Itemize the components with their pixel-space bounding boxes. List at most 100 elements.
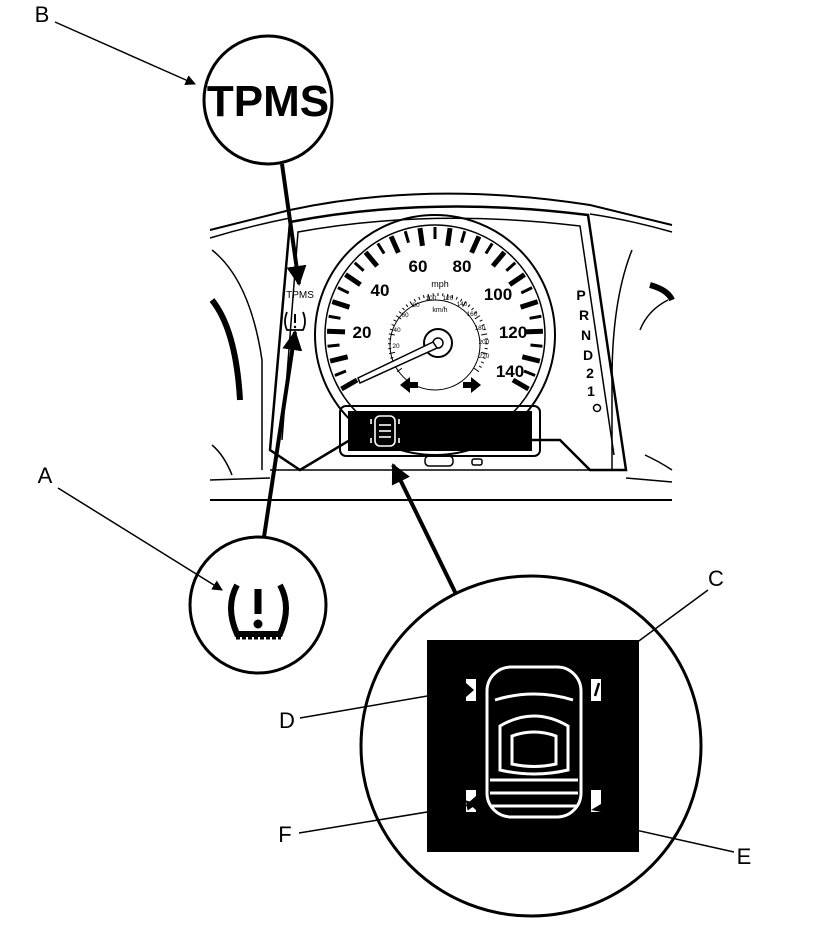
kmh-tick <box>478 365 482 368</box>
kmh-tick <box>479 319 483 322</box>
kmh-tick <box>471 307 474 311</box>
callout-e: E <box>737 844 752 869</box>
turn-signal-left-icon <box>400 377 418 393</box>
kmh-tick <box>473 367 480 373</box>
callout-a: A <box>38 463 53 488</box>
tpms-icon-pointer-arrow <box>262 330 303 538</box>
mph-tick <box>521 354 541 364</box>
kmh-label-180: 180 <box>475 325 486 332</box>
kmh-tick <box>451 295 454 299</box>
tire-marker-front-right <box>591 679 601 701</box>
mph-tick <box>530 343 543 348</box>
kmh-label-120: 120 <box>443 295 454 302</box>
kmh-tick <box>395 315 402 320</box>
mph-tick <box>490 250 507 268</box>
callout-e-leader <box>599 821 735 853</box>
gear-1: 1 <box>587 383 595 399</box>
kmh-tick <box>462 301 467 307</box>
mph-tick <box>445 227 453 247</box>
mph-tick <box>469 235 482 254</box>
kmh-tick <box>459 298 463 302</box>
kmh-label-220: 220 <box>479 353 490 360</box>
kmh-label-80: 80 <box>412 302 420 309</box>
kmh-label-40: 40 <box>393 327 401 334</box>
gear-2: 2 <box>586 365 594 381</box>
kmh-tick <box>405 304 409 308</box>
mph-tick <box>511 377 530 392</box>
mph-tick <box>376 242 386 255</box>
mph-tick <box>519 299 539 310</box>
callout-a-leader <box>57 487 223 591</box>
cluster-tpms-warning-icon <box>284 311 306 331</box>
kmh-label-200: 200 <box>479 339 490 346</box>
mph-tick <box>327 343 340 348</box>
mph-label-100: 100 <box>484 285 512 304</box>
gear-r: R <box>579 307 589 323</box>
kmh-tick <box>480 361 485 364</box>
kmh-tick <box>480 351 487 355</box>
callout-d: D <box>279 708 295 733</box>
mph-tick <box>328 314 341 320</box>
kmh-tick <box>391 323 395 326</box>
tire-marker-rear-left <box>466 790 476 812</box>
mph-label-120: 120 <box>499 323 527 342</box>
mph-tick <box>460 230 467 244</box>
kmh-tick <box>474 315 481 320</box>
gear-n: N <box>581 327 591 343</box>
mph-tick <box>523 369 536 377</box>
gear-d: D <box>583 347 593 363</box>
kmh-label-100: 100 <box>426 295 437 302</box>
mph-tick <box>508 272 526 287</box>
display-pointer-arrow <box>391 463 458 595</box>
kmh-label-20: 20 <box>392 343 400 350</box>
multi-info-display <box>339 405 541 457</box>
mph-label-60: 60 <box>409 257 428 276</box>
cluster-tpms-label: TPMS <box>286 290 314 301</box>
kmh-tick <box>398 311 402 314</box>
mph-tick <box>417 227 425 247</box>
kmh-tick <box>482 357 486 359</box>
tpms-callout-text: TPMS <box>207 77 329 126</box>
gear-dot <box>592 403 602 413</box>
callout-c-leader <box>631 589 709 647</box>
gear-p: P <box>576 287 585 303</box>
mph-tick <box>529 314 542 320</box>
tpms-callout: TPMS <box>202 34 334 286</box>
kmh-tick <box>402 307 405 311</box>
kmh-tick <box>467 304 471 308</box>
callout-f: F <box>278 822 291 847</box>
needle-hub <box>423 328 453 358</box>
mph-tick <box>363 250 380 268</box>
kmh-tick <box>455 296 458 300</box>
kmh-tick <box>422 295 425 299</box>
tire-marker-front-left <box>466 679 476 701</box>
turn-signal-right-icon <box>463 377 481 393</box>
kmh-tick <box>427 293 430 300</box>
mph-label-80: 80 <box>453 257 472 276</box>
mph-tick <box>329 354 349 364</box>
tpms-pointer-arrow <box>280 163 307 286</box>
mph-label-40: 40 <box>371 281 390 300</box>
tpms-icon-callout <box>188 330 328 675</box>
mph-tick <box>331 299 351 310</box>
mph-tick <box>340 377 359 392</box>
kmh-label-60: 60 <box>401 312 409 319</box>
kmh-tick <box>481 323 485 326</box>
kmh-tick <box>446 293 449 300</box>
mph-tick <box>337 286 350 295</box>
callout-b-leader <box>54 21 196 85</box>
kmh-label-140: 140 <box>457 301 468 308</box>
kmh-unit: km/h <box>432 307 447 314</box>
mph-tick <box>403 230 410 244</box>
kmh-tick <box>418 296 421 300</box>
instrument-cluster: 20 40 60 80 100 120 140 mph 20 40 60 80 … <box>209 192 675 501</box>
kmh-tick <box>474 311 478 314</box>
mph-tick <box>326 328 346 335</box>
display-car-icon <box>370 415 400 447</box>
callout-d-leader <box>299 689 463 719</box>
gear-indicator: P R N D 2 1 <box>576 287 602 413</box>
callout-b: B <box>35 2 50 27</box>
tire-marker-rear-right <box>591 790 601 812</box>
kmh-tick <box>388 333 395 336</box>
